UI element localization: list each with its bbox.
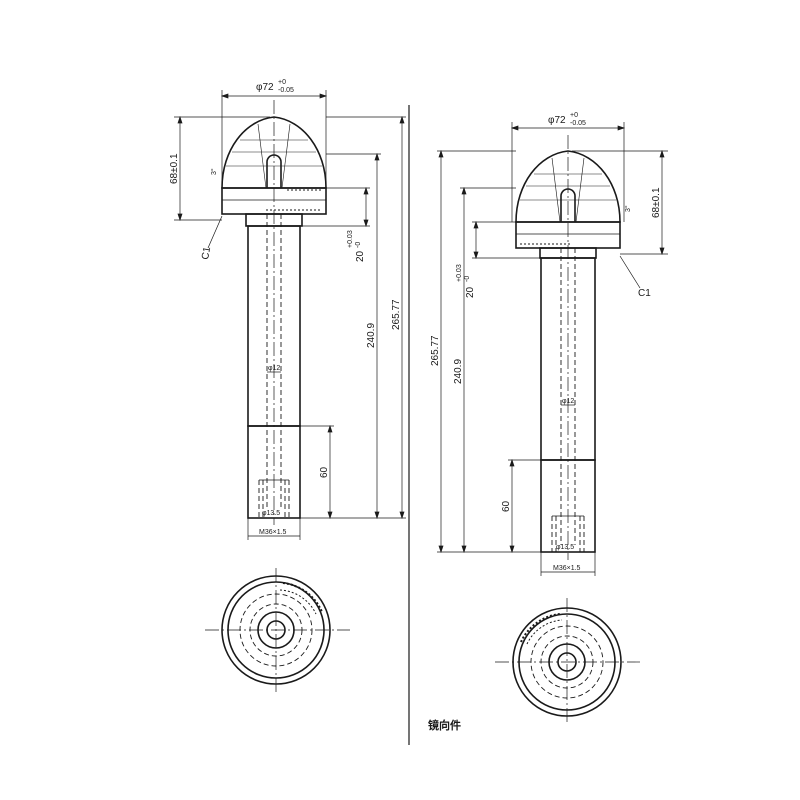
svg-text:-0: -0 — [355, 242, 362, 248]
right-dim-thread-length: 60 — [501, 500, 512, 512]
svg-text:-0.05: -0.05 — [570, 120, 586, 127]
right-thread-section — [540, 459, 596, 553]
right-end-view — [495, 598, 640, 725]
svg-text:+0: +0 — [278, 79, 286, 86]
svg-text:+0: +0 — [570, 112, 578, 119]
right-dim-total-length: 265.77 — [430, 335, 441, 366]
left-end-view — [205, 568, 350, 695]
left-part-view: φ72 +0 -0.05 68±0.1 3° C1 265.77 240.9 2… — [169, 79, 406, 695]
right-dim-bore: φ12 — [562, 398, 574, 405]
left-dim-diameter: φ72 — [256, 82, 274, 93]
left-dim-chamfer: C1 — [200, 246, 213, 261]
left-dim-collar: 20 — [355, 250, 366, 262]
right-dim-thread: M36×1.5 — [553, 565, 581, 572]
svg-text:3°: 3° — [624, 205, 632, 212]
right-dim-diameter: φ72 — [548, 115, 566, 126]
right-dim-collar: 20 — [465, 286, 476, 298]
right-head-dome — [515, 150, 621, 223]
left-dim-bore: φ12 — [268, 365, 280, 372]
left-dim-shank-length: 240.9 — [366, 323, 377, 348]
right-dim-shank-length: 240.9 — [453, 359, 464, 384]
svg-text:3°: 3° — [210, 168, 218, 175]
left-head-dome — [221, 116, 327, 189]
svg-text:+0.03: +0.03 — [456, 264, 463, 282]
svg-text:-0: -0 — [464, 276, 471, 282]
svg-text:φ13.5: φ13.5 — [556, 544, 574, 551]
left-dim-thread-length: 60 — [319, 466, 330, 478]
left-dim-thread: M36×1.5 — [259, 529, 287, 536]
svg-text:φ13.5: φ13.5 — [262, 510, 280, 517]
right-dim-head-height: 68±0.1 — [651, 187, 662, 218]
right-part-view: φ72 +0 -0.05 68±0.1 3° C1 265.77 240.9 2… — [430, 112, 668, 725]
left-dim-head-height: 68±0.1 — [169, 153, 180, 184]
left-thread-section — [247, 425, 301, 519]
mirror-part-label: 镜向件 — [428, 718, 461, 732]
left-dim-total-length: 265.77 — [391, 299, 402, 330]
right-dim-chamfer: C1 — [638, 288, 651, 299]
svg-text:+0.03: +0.03 — [347, 230, 354, 248]
svg-text:-0.05: -0.05 — [278, 87, 294, 94]
